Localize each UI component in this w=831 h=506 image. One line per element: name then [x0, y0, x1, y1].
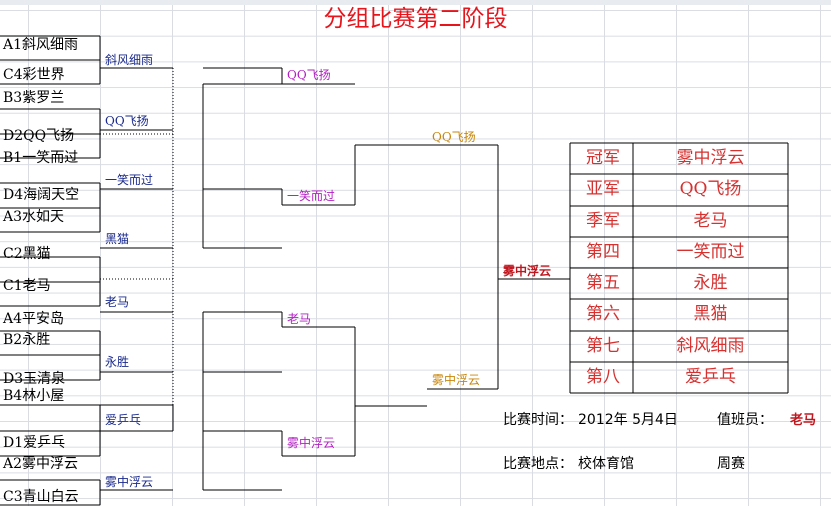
round1-winner: QQ飞扬: [105, 114, 149, 128]
team-entry: A1斜风细雨: [3, 37, 79, 53]
round1-winner: 雾中浮云: [105, 475, 154, 489]
round1-winner: 一笑而过: [105, 173, 154, 187]
column-header-strip: [0, 0, 831, 5]
team-entry: D4海阔天空: [3, 187, 80, 203]
ranking-place: 第六: [586, 304, 620, 324]
ranking-place: 冠军: [586, 148, 620, 168]
semifinal-winner: 雾中浮云: [432, 373, 481, 387]
team-entry: C2黑猫: [3, 246, 51, 262]
match-time-label: 比赛时间：: [503, 412, 573, 428]
team-entry: A4平安岛: [3, 311, 65, 327]
ranking-team: QQ飞扬: [679, 179, 742, 199]
page-title: 分组比赛第二阶段: [323, 6, 508, 32]
round1-winner: 老马: [105, 295, 130, 309]
venue-value: 校体育馆: [578, 456, 634, 472]
team-entry: D2QQ飞扬: [3, 128, 75, 144]
ranking-team: 老马: [693, 211, 728, 231]
ranking-place: 亚军: [586, 179, 620, 199]
round2-winner: 一笑而过: [287, 189, 336, 203]
team-entry: D1爱乒乓: [3, 435, 66, 451]
match-time-value: 2012年 5月4日: [578, 412, 678, 428]
venue-label: 比赛地点：: [503, 456, 573, 472]
team-entry: D3玉清泉: [3, 371, 66, 387]
round1-winner: 永胜: [105, 355, 130, 369]
round1-winner: 黑猫: [105, 232, 130, 246]
final-winner: 雾中浮云: [503, 264, 552, 278]
ranking-team: 永胜: [693, 273, 728, 293]
team-entry: B3紫罗兰: [3, 90, 65, 106]
duty-label: 值班员：: [717, 412, 773, 428]
semifinal-winner: QQ飞扬: [432, 130, 476, 144]
team-entry: C3青山白云: [3, 489, 79, 505]
ranking-team: 一笑而过: [676, 242, 745, 262]
team-entry: C4彩世界: [3, 67, 65, 83]
ranking-place: 第五: [586, 273, 620, 293]
ranking-team: 斜风细雨: [676, 336, 745, 356]
team-entry: A2雾中浮云: [3, 456, 79, 472]
duty-value: 老马: [790, 413, 817, 428]
weekly-label: 周赛: [717, 456, 745, 472]
ranking-team: 爱乒乓: [685, 367, 736, 387]
round2-winner: QQ飞扬: [287, 68, 331, 82]
ranking-place: 第八: [586, 367, 620, 387]
round1-winner: 斜风细雨: [105, 53, 154, 67]
team-entry: B4林小屋: [3, 388, 65, 404]
ranking-place: 第七: [586, 336, 620, 356]
ranking-place: 季军: [586, 211, 620, 231]
round1-winner: 爱乒乓: [105, 413, 142, 427]
team-entry: A3水如天: [3, 209, 65, 225]
team-entry: B2永胜: [3, 332, 51, 348]
team-entry: C1老马: [3, 278, 51, 294]
ranking-place: 第四: [586, 242, 620, 262]
ranking-team: 黑猫: [693, 304, 728, 324]
round2-winner: 老马: [287, 312, 312, 326]
team-entry: B1一笑而过: [3, 150, 79, 166]
round2-winner: 雾中浮云: [287, 436, 336, 450]
ranking-team: 雾中浮云: [676, 148, 745, 168]
